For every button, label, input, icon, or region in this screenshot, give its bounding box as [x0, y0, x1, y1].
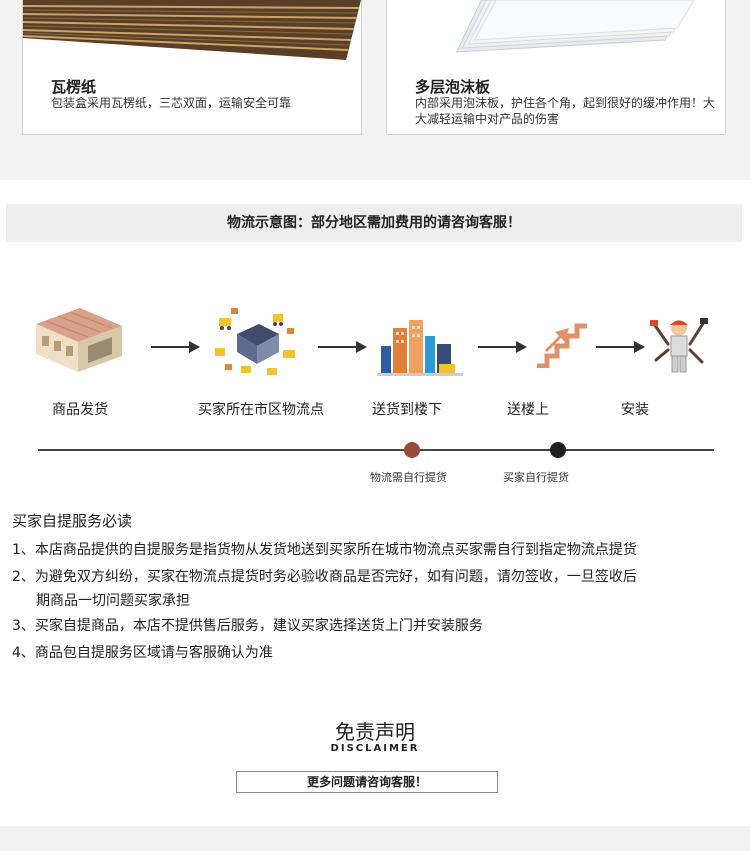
- step-label-city-logistics: 买家所在市区物流点: [198, 402, 324, 418]
- packaging-section: 瓦楞纸 包装盒采用瓦楞纸，三芯双面，运输安全可靠 多层泡沫板 内部采用泡沫板，护…: [0, 0, 750, 180]
- pickup-note: 2、为避免双方纠纷，买家在物流点提货时务必验收商品是否完好，如有问题，请勿签收，…: [12, 569, 637, 585]
- packaging-description: 内部采用泡沫板，护住各个角，起到很好的缓冲作用！大大减轻运输中对产品的伤害: [415, 96, 716, 126]
- pickup-note: 期商品一切问题买家承担: [36, 593, 190, 609]
- foam-board-image: [387, 0, 725, 66]
- step-label-install: 安装: [621, 402, 649, 418]
- corrugated-cardboard-image: [23, 0, 361, 66]
- installer-icon: [650, 318, 708, 373]
- packaging-card-foam: 多层泡沫板 内部采用泡沫板，护住各个角，起到很好的缓冲作用！大大减轻运输中对产品…: [386, 0, 726, 135]
- flow-arrow: [318, 341, 367, 353]
- step-label-ship: 商品发货: [52, 402, 108, 418]
- stairs-icon: [537, 323, 587, 368]
- packaging-title: 瓦楞纸: [51, 78, 97, 96]
- packaging-title: 多层泡沫板: [415, 78, 491, 96]
- flow-arrow: [478, 341, 527, 353]
- logistics-title: 物流示意图：部分地区需加费用的请咨询客服！: [6, 204, 742, 242]
- marker-label-logistics-pickup: 物流需自行提货: [370, 471, 447, 484]
- marker-label-buyer-pickup: 买家自行提货: [503, 471, 569, 484]
- contact-service-box: 更多问题请咨询客服！: [236, 771, 498, 793]
- buildings-icon: [377, 320, 463, 376]
- flow-arrow: [151, 341, 200, 353]
- packaging-description: 包装盒采用瓦楞纸，三芯双面，运输安全可靠: [51, 96, 292, 110]
- logistics-hub-icon: [215, 308, 295, 375]
- pickup-notes-title: 买家自提服务必读: [12, 512, 133, 530]
- disclaimer-title: 免责声明: [335, 720, 415, 744]
- footer-band: [0, 826, 750, 851]
- step-label-upstairs: 送楼上: [507, 402, 549, 418]
- pickup-note: 1、本店商品提供的自提服务是指货物从发货地送到买家所在城市物流点买家需自行到指定…: [12, 542, 637, 558]
- timeline-marker-logistics-pickup: [404, 442, 420, 458]
- warehouse-icon: [36, 308, 122, 372]
- timeline-line: [38, 449, 714, 451]
- pickup-note: 3、买家自提商品，本店不提供售后服务，建议买家选择送货上门并安装服务: [12, 618, 483, 634]
- pickup-note: 4、商品包自提服务区域请与客服确认为准: [12, 645, 273, 661]
- flow-arrow: [596, 341, 645, 353]
- step-label-downstairs: 送货到楼下: [372, 402, 442, 418]
- disclaimer-subtitle: DISCLAIMER: [330, 743, 420, 754]
- packaging-card-corrugated: 瓦楞纸 包装盒采用瓦楞纸，三芯双面，运输安全可靠: [22, 0, 362, 135]
- timeline-marker-buyer-pickup: [550, 442, 566, 458]
